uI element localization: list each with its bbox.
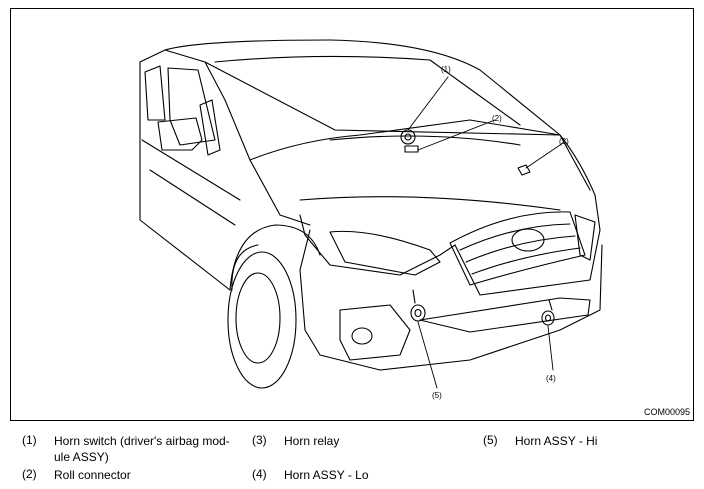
legend-num: (2): [22, 467, 37, 481]
legend-num: (5): [483, 433, 498, 447]
legend-text: Roll connector: [54, 468, 131, 482]
horn-relay-component: [517, 164, 531, 176]
legend-num: (1): [22, 433, 37, 447]
legend-text: Horn ASSY - Hi: [515, 434, 598, 448]
legend-line: ule ASSY): [54, 450, 109, 464]
callout-2: (2): [492, 114, 502, 123]
callout-4: (4): [546, 374, 556, 383]
legend: (1) Horn switch (driver's airbag mod-ule…: [0, 429, 704, 489]
legend-text: Horn switch (driver's airbag mod-ule ASS…: [54, 433, 230, 465]
horn-lo-component: [541, 299, 555, 326]
diagram-frame: [10, 8, 694, 421]
legend-text: Horn relay: [284, 434, 340, 448]
legend-text: Horn ASSY - Lo: [284, 468, 369, 482]
callout-1: (1): [441, 65, 451, 74]
legend-num: (3): [252, 433, 267, 447]
car-body: [139, 39, 603, 389]
leader-lines: [407, 76, 564, 389]
horn-hi-component: [410, 289, 426, 322]
callout-3: (3): [559, 137, 569, 146]
legend-line: Horn switch (driver's airbag mod-: [54, 434, 230, 448]
figure-code: COM00095: [643, 407, 690, 417]
legend-num: (4): [252, 467, 267, 481]
callout-5: (5): [432, 391, 442, 400]
roll-connector-component: [404, 145, 419, 153]
